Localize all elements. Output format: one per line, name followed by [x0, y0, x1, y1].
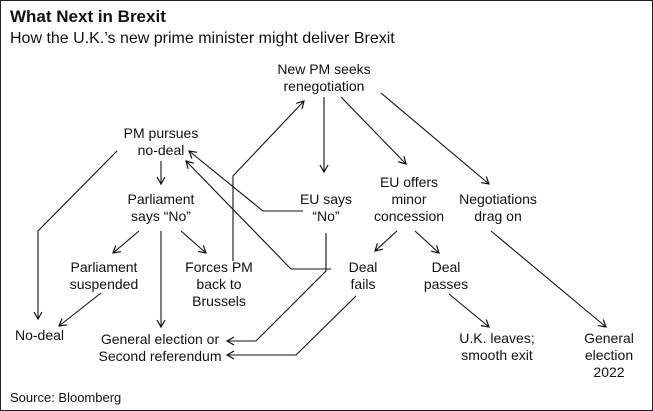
node-line: Brussels	[192, 293, 246, 309]
node-line: EU offers	[379, 174, 439, 190]
node-line: minor	[391, 191, 427, 207]
arrow-negotiations-to-election-2022	[490, 230, 607, 328]
node-line: drag on	[474, 208, 522, 224]
node-line: “No”	[312, 208, 340, 224]
arrow-newpm-to-eu-offers	[340, 96, 407, 165]
node-no-deal: No-deal	[15, 327, 87, 344]
arrow-deal-fails-to-pm-no-deal	[185, 160, 331, 270]
node-line: Deal	[348, 259, 378, 275]
node-line: U.K. leaves;	[459, 330, 535, 346]
diagram-title: What Next in Brexit	[10, 7, 166, 26]
arrow-parliament-to-suspended	[112, 230, 140, 254]
node-line: Forces PM	[185, 259, 253, 275]
node-general-election-2022: General election 2022	[571, 330, 647, 381]
node-deal-fails: Deal fails	[331, 259, 395, 293]
arrow-deal-passes-to-uk-leaves	[448, 293, 490, 328]
node-negotiations-drag-on: Negotiations drag on	[443, 191, 553, 225]
node-line: PM pursues	[123, 125, 199, 141]
node-parliament-says-no: Parliament says “No”	[111, 191, 211, 225]
arrow-forces-to-newpm	[232, 100, 305, 261]
node-line: New PM seeks	[277, 61, 371, 77]
node-line: Negotiations	[459, 191, 537, 207]
node-deal-passes: Deal passes	[409, 259, 483, 293]
node-line: smooth exit	[461, 347, 533, 363]
arrow-eu-no-to-pm-no-deal	[188, 150, 303, 212]
arrow-parliament-to-forces	[180, 230, 207, 254]
node-line: General	[584, 330, 634, 346]
node-line: election	[584, 347, 634, 363]
node-line: No-deal	[15, 327, 65, 343]
node-general-election-or-second-referendum: General election or Second referendum	[89, 331, 231, 365]
node-line: concession	[373, 208, 445, 224]
node-line: General election or	[100, 331, 220, 347]
node-line: passes	[423, 276, 469, 292]
node-uk-leaves-smooth-exit: U.K. leaves; smooth exit	[447, 330, 547, 364]
node-forces-pm-back-to-brussels: Forces PM back to Brussels	[173, 259, 265, 310]
arrow-deal-fails-to-general-election	[225, 295, 357, 360]
node-eu-says-no: EU says “No”	[291, 191, 361, 225]
node-line: Deal	[431, 259, 461, 275]
node-line: renegotiation	[283, 78, 365, 94]
arrow-eu-offers-to-deal-passes	[414, 230, 440, 254]
arrow-pm-no-deal-to-no-deal	[33, 150, 118, 321]
node-line: no-deal	[137, 142, 185, 158]
node-line: back to	[196, 276, 242, 292]
node-line: 2022	[593, 364, 625, 380]
node-parliament-suspended: Parliament suspended	[49, 259, 159, 293]
source-note: Source: Bloomberg	[10, 390, 122, 405]
arrow-eu-no-to-general-election	[225, 233, 327, 346]
node-line: suspended	[69, 276, 139, 292]
arrow-newpm-to-negotiations	[380, 92, 490, 185]
node-new-pm-seeks-renegotiation: New PM seeks renegotiation	[259, 61, 389, 95]
node-line: Parliament	[127, 191, 195, 207]
arrow-eu-offers-to-deal-fails	[374, 230, 398, 252]
node-line: says “No”	[131, 208, 191, 224]
node-line: EU says	[299, 191, 353, 207]
node-line: Second referendum	[98, 348, 222, 364]
node-line: Parliament	[70, 259, 138, 275]
node-eu-offers-minor-concession: EU offers minor concession	[364, 174, 454, 225]
node-line: fails	[350, 276, 376, 292]
node-pm-pursues-no-deal: PM pursues no-deal	[106, 125, 216, 159]
arrow-suspended-to-no-deal	[58, 292, 102, 327]
diagram-subtitle: How the U.K.’s new prime minister might …	[10, 30, 395, 47]
